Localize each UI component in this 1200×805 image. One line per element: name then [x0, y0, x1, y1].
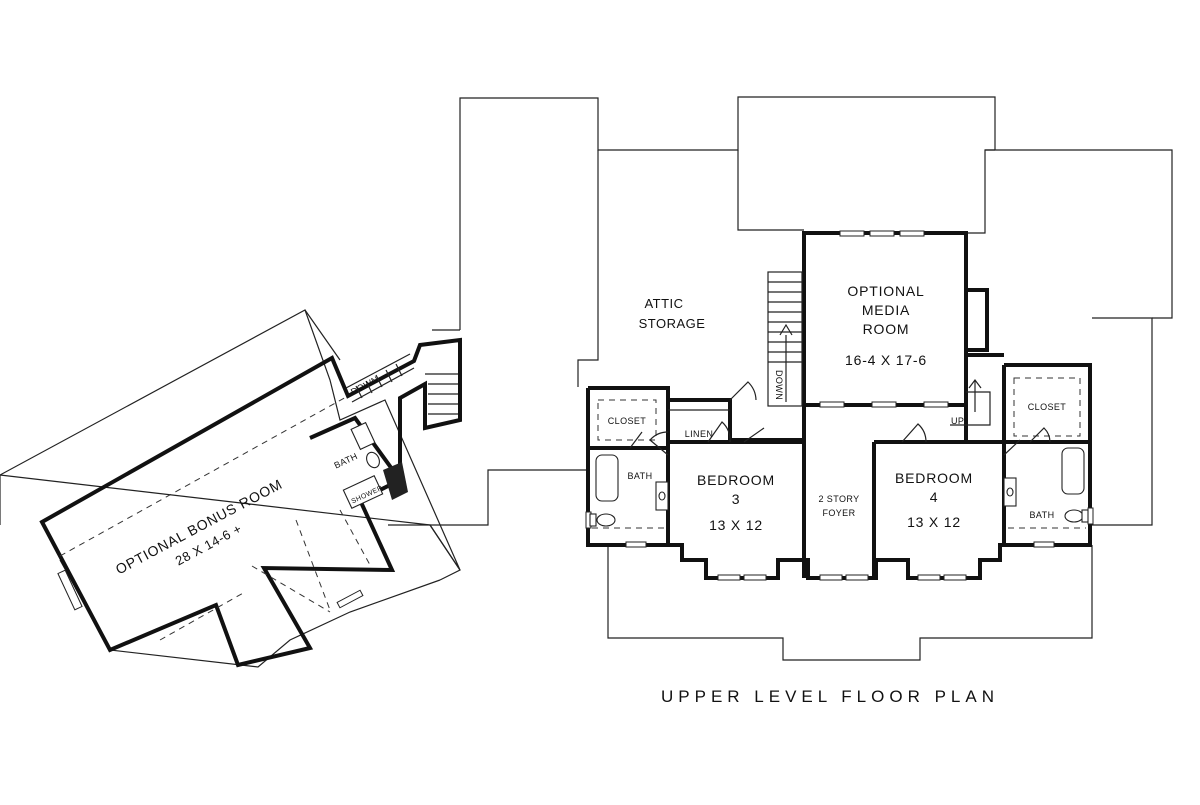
- closet-left-label: CLOSET: [608, 416, 647, 426]
- main-house-walls: [585, 230, 1094, 581]
- bedroom4-size: 13 X 12: [907, 514, 961, 530]
- media-room-line1: OPTIONAL: [847, 283, 924, 299]
- main-stairs-down-label: DOWN: [774, 370, 784, 400]
- bonus-bath-label: BATH: [332, 451, 359, 471]
- closet-right-label: CLOSET: [1028, 402, 1067, 412]
- bedroom3-line1: BEDROOM: [697, 472, 775, 488]
- bedroom3-line2: 3: [732, 491, 741, 507]
- main-stairs: [767, 271, 991, 426]
- media-room-size: 16-4 X 17-6: [845, 352, 927, 368]
- attic-label-1: ATTIC: [644, 296, 683, 311]
- bath-right-label: BATH: [1030, 510, 1055, 520]
- bedroom4-line1: BEDROOM: [895, 470, 973, 486]
- foyer-line2: FOYER: [822, 508, 855, 518]
- bonus-stairs: [345, 353, 458, 415]
- media-room-line3: ROOM: [863, 321, 910, 337]
- attic-label-2: STORAGE: [639, 316, 706, 331]
- main-stairs-up-label: UP: [951, 416, 964, 426]
- linen-label: LINEN: [685, 429, 714, 439]
- roof-outline-main: [430, 96, 1173, 661]
- bedroom3-size: 13 X 12: [709, 517, 763, 533]
- bath-left-label: BATH: [628, 471, 653, 481]
- plan-title: UPPER LEVEL FLOOR PLAN: [661, 687, 999, 706]
- foyer-line1: 2 STORY: [819, 494, 860, 504]
- media-room-line2: MEDIA: [862, 302, 910, 318]
- bonus-room: [39, 337, 462, 668]
- bedroom4-line2: 4: [930, 489, 939, 505]
